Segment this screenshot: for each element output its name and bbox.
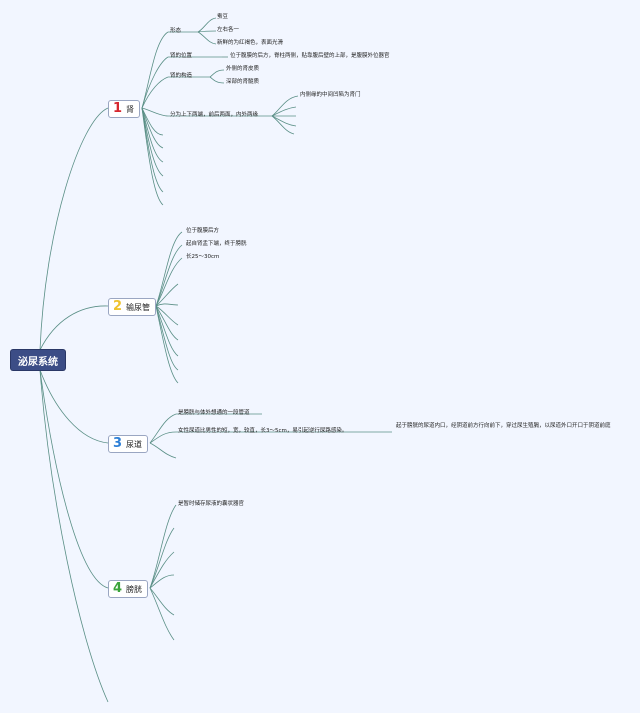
topic-shape-color: 新鲜的为红褐色，表面光滑 bbox=[217, 40, 284, 46]
node-kidney[interactable]: 1 肾 bbox=[108, 100, 141, 118]
node-ureter[interactable]: 2 输尿管 bbox=[108, 298, 157, 316]
number-icon-2: 2 bbox=[113, 299, 123, 314]
topic-bladder-def: 是暂时储存尿液的囊状器官 bbox=[178, 501, 245, 507]
node-label: 尿道 bbox=[126, 439, 143, 449]
topic-ureter-course: 起自肾盂下端，终于膀胱 bbox=[186, 241, 247, 247]
node-urethra[interactable]: 3 尿道 bbox=[108, 435, 149, 453]
node-label: 膀胱 bbox=[126, 584, 143, 594]
root-label: 泌尿系统 bbox=[18, 356, 58, 368]
topic-shape-pair: 左右各一 bbox=[217, 27, 240, 33]
topic-shape: 形态 bbox=[170, 28, 182, 34]
node-label: 输尿管 bbox=[126, 302, 151, 312]
topic-position: 肾的位置 bbox=[170, 53, 193, 59]
node-label: 肾 bbox=[126, 104, 135, 114]
topic-cortex: 外侧的肾皮质 bbox=[226, 66, 260, 72]
topic-structure: 肾的构造 bbox=[170, 73, 193, 79]
topic-urethra-def: 是膀胱与体外想通的一段管道 bbox=[178, 410, 250, 416]
topic-position-detail: 位于腹膜的后方，脊柱两侧，贴靠腹后壁的上部，是腹膜外位器官 bbox=[230, 53, 390, 59]
topic-urethra-detail: 起于膀胱的尿道内口，经阴道前方行向前下，穿过尿生殖膈，以尿道外口开口于阴道前庭 bbox=[396, 423, 611, 429]
number-icon-3: 3 bbox=[113, 436, 123, 451]
topic-hilum: 内侧缘的中间凹陷为肾门 bbox=[300, 92, 361, 98]
root-node[interactable]: 泌尿系统 bbox=[11, 350, 65, 370]
number-icon-4: 4 bbox=[113, 581, 123, 596]
topic-ends-faces: 分为上下两端，前后两面，内外两缘 bbox=[170, 112, 259, 118]
topic-medulla: 深部的肾髓质 bbox=[226, 79, 260, 85]
topic-ureter-location: 位于腹膜后方 bbox=[186, 228, 220, 234]
topic-urethra-female: 女性尿道比男性的短，宽，较直，长3～5cm，易引起逆行尿路感染。 bbox=[178, 428, 348, 434]
topic-ureter-length: 长25～30cm bbox=[186, 254, 220, 260]
number-icon-1: 1 bbox=[113, 101, 123, 116]
topic-shape-bean: 蚕豆 bbox=[217, 14, 229, 20]
node-bladder[interactable]: 4 膀胱 bbox=[108, 580, 149, 598]
